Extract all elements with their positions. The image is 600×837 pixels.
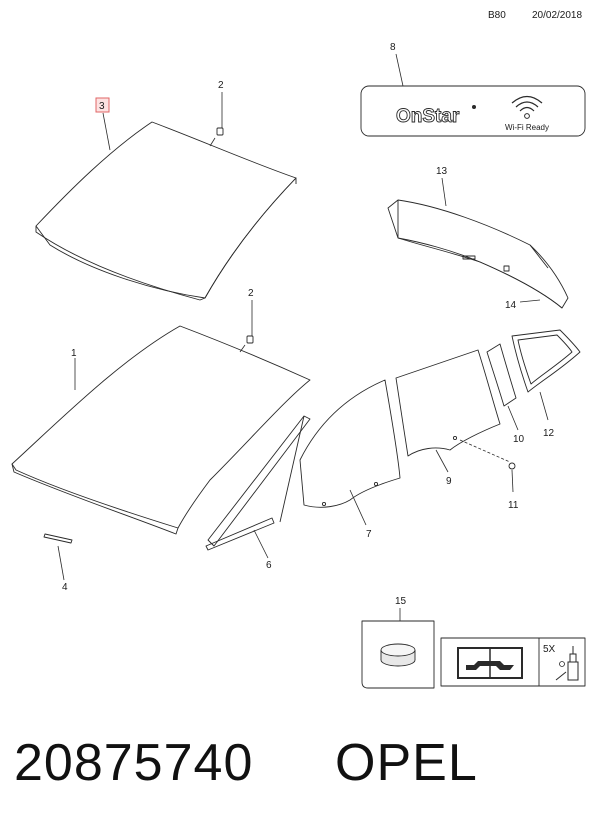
- part-1-windshield[interactable]: [11, 325, 311, 535]
- diagram-date: 20/02/2018: [532, 10, 583, 21]
- callout-12-label: 12: [543, 428, 555, 439]
- callout-3-label: 3: [99, 101, 105, 112]
- adhesive-tube-icon: [555, 646, 579, 681]
- callout-9-label: 9: [446, 476, 452, 487]
- part-7-front-door-glass[interactable]: [299, 379, 401, 508]
- part-11-screw[interactable]: [459, 439, 516, 493]
- callout-15-label: 15: [395, 596, 407, 607]
- part-4-trim-strip[interactable]: [43, 533, 73, 581]
- part-2-clip-lower[interactable]: [239, 300, 254, 353]
- callout-8-label: 8: [390, 42, 396, 53]
- callout-2a-label: 2: [218, 80, 224, 91]
- part-10-fixed-glass[interactable]: [486, 343, 517, 407]
- callout-6-label: 6: [266, 560, 272, 571]
- brand-name: OPEL: [335, 734, 478, 792]
- repair-info-box[interactable]: 5X: [440, 637, 586, 687]
- callout-2b-label: 2: [248, 288, 254, 299]
- part-2-clip-upper[interactable]: [209, 92, 224, 147]
- wifi-icon: [511, 95, 543, 119]
- part-8-onstar-badge[interactable]: OnStar Wi-Fi Ready: [360, 85, 586, 137]
- part-number: 20875740: [14, 734, 254, 792]
- repair-manual-wrench-icon: [457, 647, 523, 679]
- callout-10-label: 10: [513, 434, 525, 445]
- callout-3: 3: [95, 97, 111, 151]
- part-3-rear-glass[interactable]: [35, 121, 297, 301]
- part-12-quarter-window[interactable]: [511, 329, 581, 393]
- callout-11-label: 11: [508, 500, 519, 511]
- callout-7-label: 7: [366, 529, 372, 540]
- callout-13-label: 13: [436, 166, 448, 177]
- adhesive-pad-icon: [380, 643, 416, 667]
- parts-diagram: 3 2 OnStar Wi-Fi Ready 8 13 14: [11, 42, 586, 689]
- onstar-logo: OnStar: [396, 106, 460, 127]
- callout-5x-label: 5X: [543, 644, 556, 655]
- part-13-rear-upper-glass[interactable]: [387, 199, 569, 309]
- diagram-code: B80: [488, 10, 506, 21]
- part-6-glass-channel[interactable]: [205, 415, 311, 551]
- part-15-adhesive-box[interactable]: [361, 620, 435, 689]
- part-9-rear-door-glass[interactable]: [395, 349, 501, 457]
- callout-4-label: 4: [62, 582, 68, 593]
- onstar-dot: [472, 105, 476, 109]
- callout-14-label: 14: [505, 300, 517, 311]
- wifi-ready-label: Wi-Fi Ready: [505, 123, 549, 132]
- callout-1-label: 1: [71, 348, 77, 359]
